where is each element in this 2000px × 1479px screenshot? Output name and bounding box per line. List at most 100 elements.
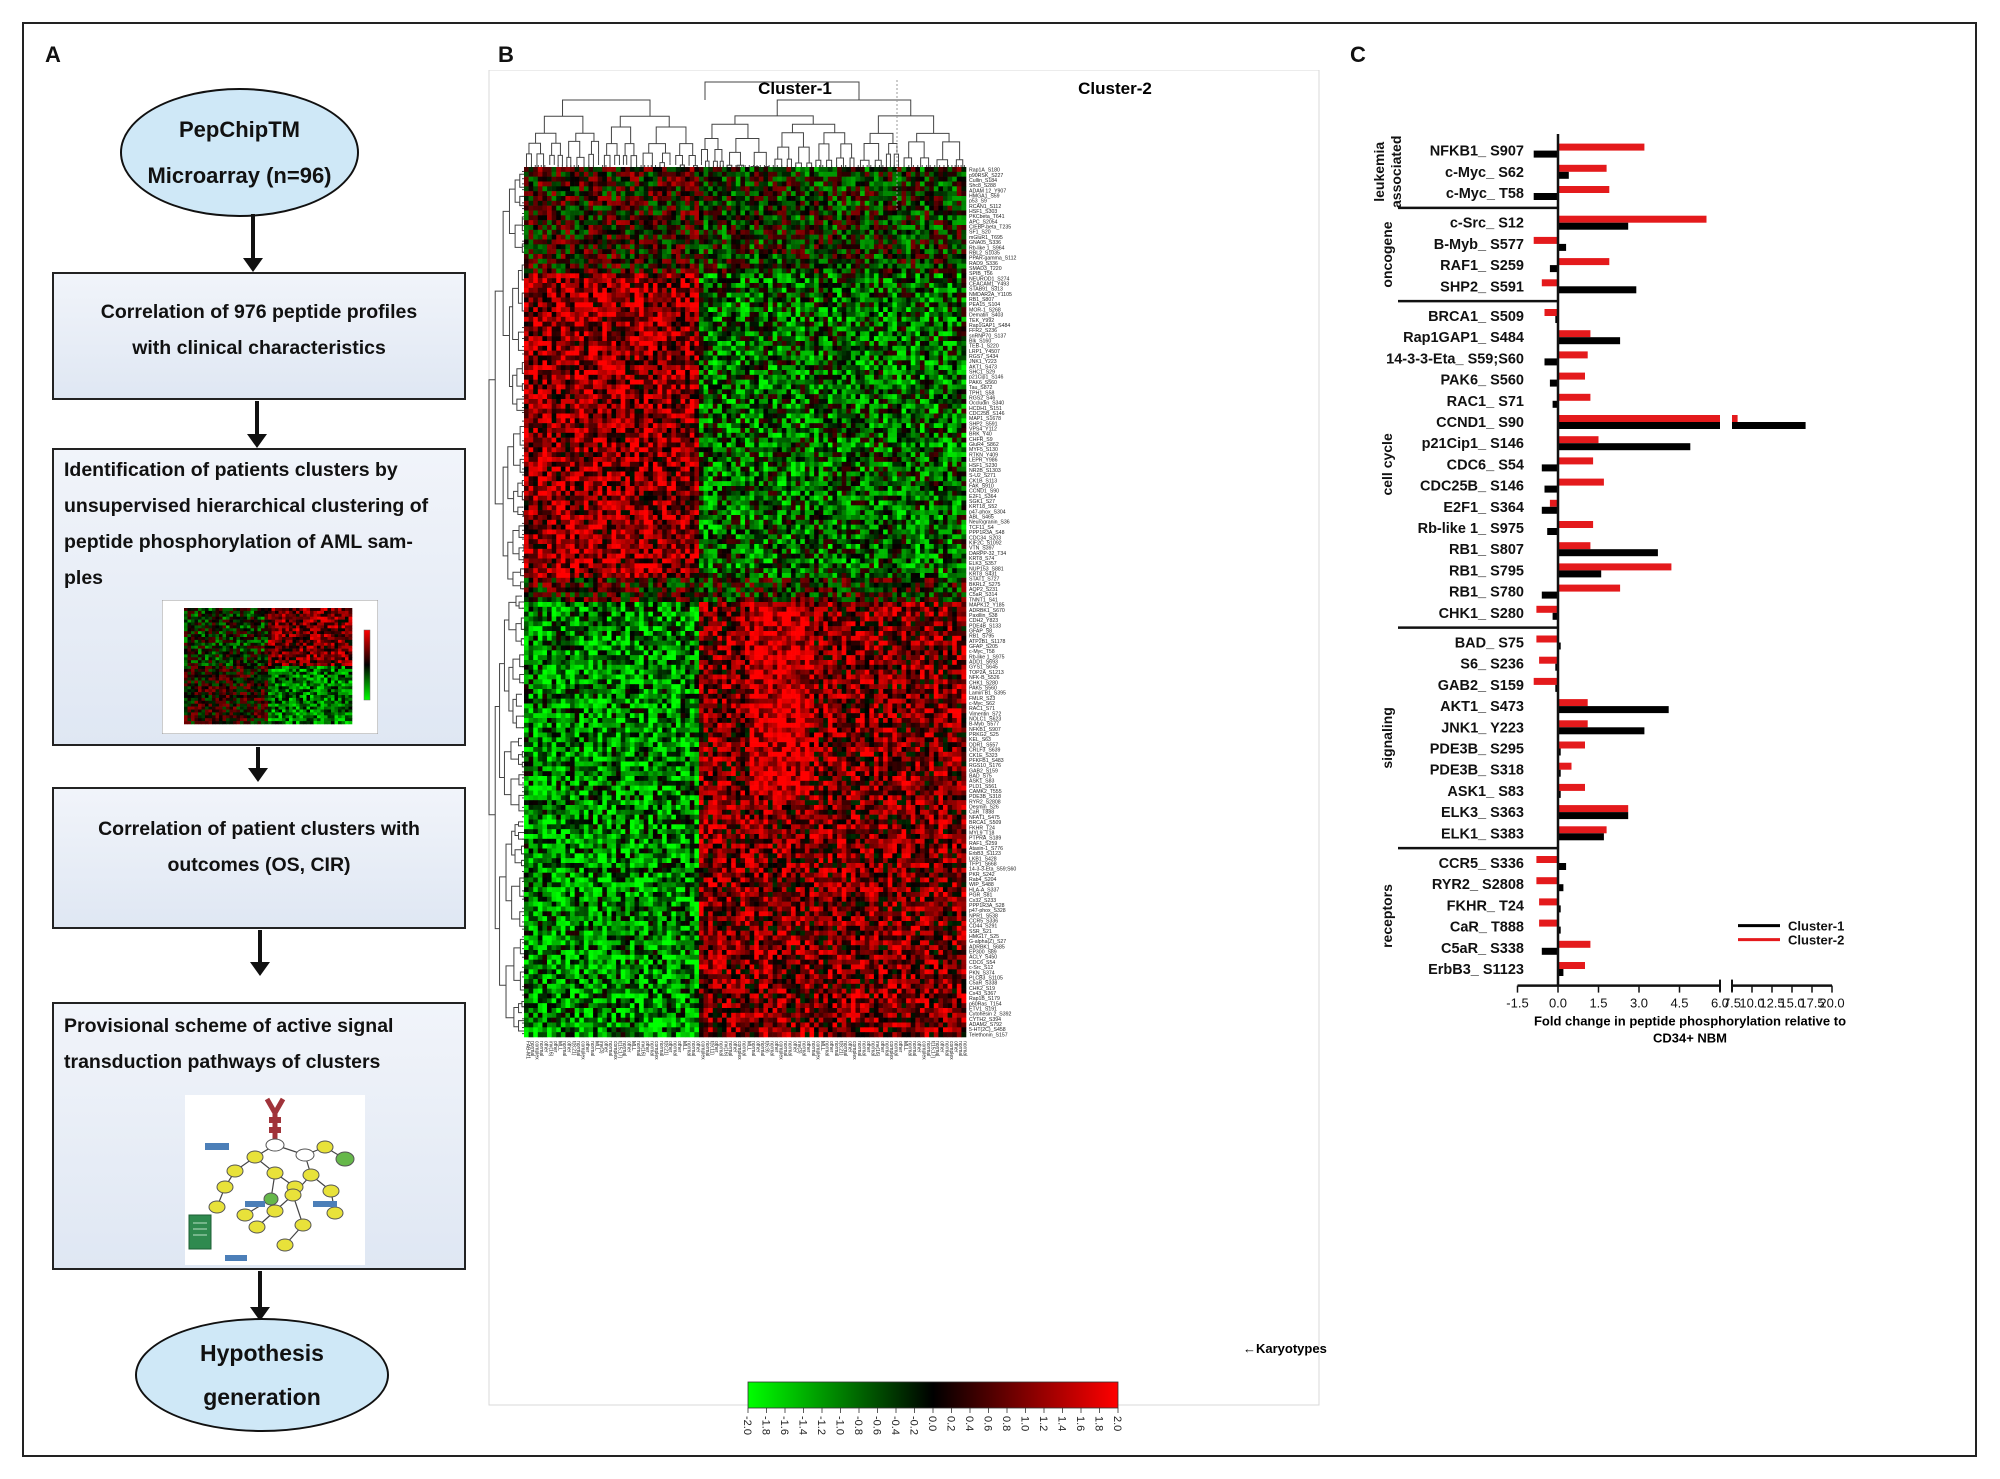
heatmap-cell (906, 273, 912, 279)
heatmap-cell (850, 244, 856, 250)
thumbnail-heatmap-cell (208, 700, 213, 704)
heatmap-cell (924, 234, 930, 240)
heatmap-cell (896, 220, 902, 226)
heatmap-cell (547, 186, 552, 192)
heatmap-cell (698, 171, 704, 177)
thumbnail-heatmap-cell (187, 680, 192, 684)
dendrogram-branch (519, 911, 529, 927)
thumbnail-heatmap-cell (229, 637, 234, 641)
dendrogram-branch (642, 152, 653, 169)
dendrogram-branch (499, 876, 507, 986)
heatmap-cell (671, 200, 677, 206)
dendrogram-branch (588, 153, 594, 169)
heatmap-cell (694, 283, 700, 289)
thumbnail-heatmap-cell (247, 628, 251, 632)
heatmap-cell (942, 258, 948, 264)
heatmap-cell (772, 191, 778, 197)
thumbnail-heatmap-cell (320, 695, 325, 699)
heatmap-cell (869, 287, 875, 293)
heatmap-cell (873, 225, 879, 231)
thumbnail-heatmap-cell (348, 619, 353, 623)
thumbnail-heatmap-cell (205, 631, 209, 635)
heatmap-cell (846, 215, 852, 221)
heatmap-cell (910, 191, 916, 197)
heatmap-cell (593, 196, 598, 202)
heatmap-cell (952, 171, 958, 177)
thumbnail-heatmap-cell (184, 712, 188, 716)
thumbnail-heatmap-cell (285, 677, 290, 681)
heatmap-cell (712, 268, 718, 274)
heatmap-cell (795, 258, 801, 264)
thumbnail-heatmap-cell (327, 651, 332, 655)
thumbnail-heatmap-cell (194, 610, 199, 615)
thumbnail-heatmap-cell (243, 674, 248, 678)
thumbnail-heatmap-cell (338, 634, 342, 638)
thumbnail-heatmap-cell (191, 616, 195, 620)
thumbnail-heatmap-cell (341, 703, 346, 707)
thumbnail-heatmap-cell (208, 616, 213, 620)
thumbnail-heatmap-cell (240, 663, 244, 667)
thumbnail-heatmap-cell (236, 637, 241, 641)
thumbnail-heatmap-cell (208, 610, 213, 615)
thumbnail-heatmap-cell (257, 686, 262, 690)
heatmap-cell (675, 239, 681, 245)
thumbnail-heatmap-cell (233, 657, 237, 661)
thumbnail-heatmap-cell (285, 622, 290, 626)
thumbnail-heatmap-cell (194, 622, 199, 626)
thumbnail-heatmap-cell (275, 663, 279, 667)
thumbnail-heatmap-cell (226, 692, 230, 696)
thumbnail-heatmap-cell (310, 613, 314, 617)
heatmap-cell (740, 171, 746, 177)
heatmap-cell (956, 249, 962, 255)
thumbnail-heatmap-cell (317, 689, 321, 693)
thumbnail-heatmap-cell (247, 689, 251, 693)
heatmap-cell (758, 225, 764, 231)
thumbnail-heatmap-cell (184, 625, 188, 629)
heatmap-cell (855, 220, 861, 226)
thumbnail-heatmap-cell (205, 639, 209, 644)
heatmap-cell (791, 273, 796, 279)
thumbnail-heatmap-cell (285, 628, 290, 632)
heatmap-cell (906, 205, 912, 211)
thumbnail-heatmap-cell (296, 700, 300, 704)
heatmap-cell (933, 191, 939, 197)
heatmap-cell (887, 210, 893, 216)
heatmap-cell (579, 287, 585, 293)
heatmap-cell (537, 254, 543, 260)
thumbnail-heatmap-cell (194, 697, 199, 702)
heatmap-cell (680, 258, 686, 264)
heatmap-cell (726, 263, 732, 269)
heatmap-cell (768, 234, 773, 240)
thumbnail-heatmap-cell (243, 619, 248, 623)
heatmap-cell (629, 278, 635, 284)
heatmap-cell (583, 205, 589, 211)
heatmap-cell (864, 283, 870, 289)
thumbnail-heatmap-cell (201, 712, 206, 716)
thumbnail-heatmap-cell (264, 721, 269, 725)
heatmap-cell (961, 225, 967, 231)
thumbnail-heatmap-cell (338, 613, 342, 617)
heatmap-cell (560, 196, 566, 202)
heatmap-cell (745, 268, 750, 274)
heatmap-cell (961, 205, 967, 211)
thumbnail-heatmap-cell (345, 668, 349, 673)
thumbnail-heatmap-cell (275, 637, 279, 641)
heatmap-cell (887, 292, 893, 298)
heatmap-cell (873, 278, 879, 284)
heatmap-cell (712, 283, 718, 289)
thumbnail-heatmap-cell (317, 625, 321, 629)
thumbnail-heatmap-cell (299, 608, 304, 612)
thumbnail-heatmap-cell (296, 683, 300, 687)
heatmap-cell (933, 239, 939, 245)
thumbnail-heatmap-cell (257, 703, 262, 707)
thumbnail-heatmap-cell (275, 654, 279, 658)
heatmap-cell (625, 167, 631, 173)
heatmap-cell (643, 234, 649, 240)
heatmap-cell (639, 225, 644, 231)
thumbnail-heatmap-cell (341, 628, 346, 632)
thumbnail-heatmap-cell (229, 715, 234, 719)
thumbnail-heatmap-cell (331, 715, 335, 719)
heatmap-cell (758, 215, 764, 221)
thumbnail-heatmap-cell (268, 637, 272, 641)
thumbnail-heatmap-cell (198, 721, 202, 725)
